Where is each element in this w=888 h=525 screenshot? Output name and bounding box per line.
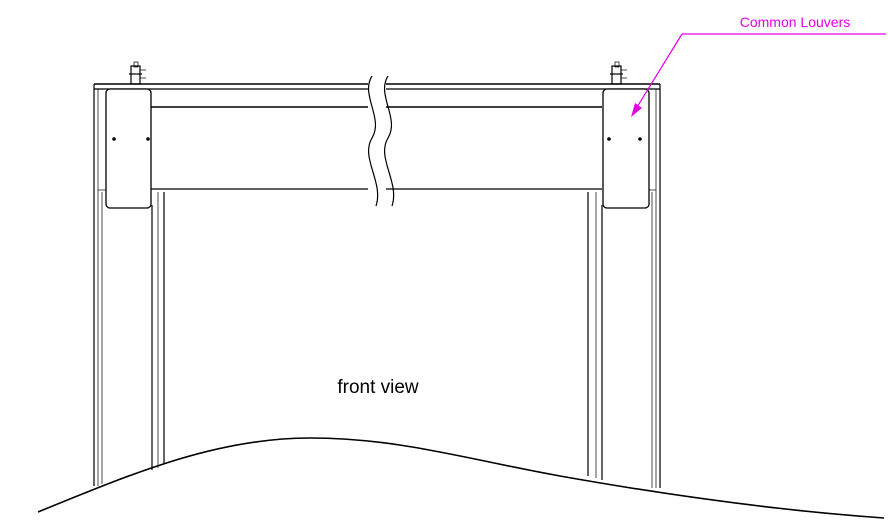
- bolt-icon: [607, 137, 611, 141]
- callout-leader: [631, 33, 886, 117]
- bolt-icon: [112, 137, 116, 141]
- right-post: [587, 84, 661, 488]
- break-line: [37, 437, 885, 519]
- view-label: front view: [337, 377, 419, 398]
- bolt-icon: [638, 137, 642, 141]
- right-top-bracket-icon: [610, 61, 627, 85]
- left-top-bracket-icon: [129, 61, 146, 85]
- left-post: [93, 84, 165, 486]
- break-symbol: [367, 75, 395, 207]
- callout-label: Common Louvers: [740, 14, 851, 30]
- bolt-icon: [146, 137, 150, 141]
- right-louver-housing: [602, 88, 656, 209]
- left-louver-housing: [98, 88, 152, 209]
- callout-arrow-icon: [631, 103, 642, 117]
